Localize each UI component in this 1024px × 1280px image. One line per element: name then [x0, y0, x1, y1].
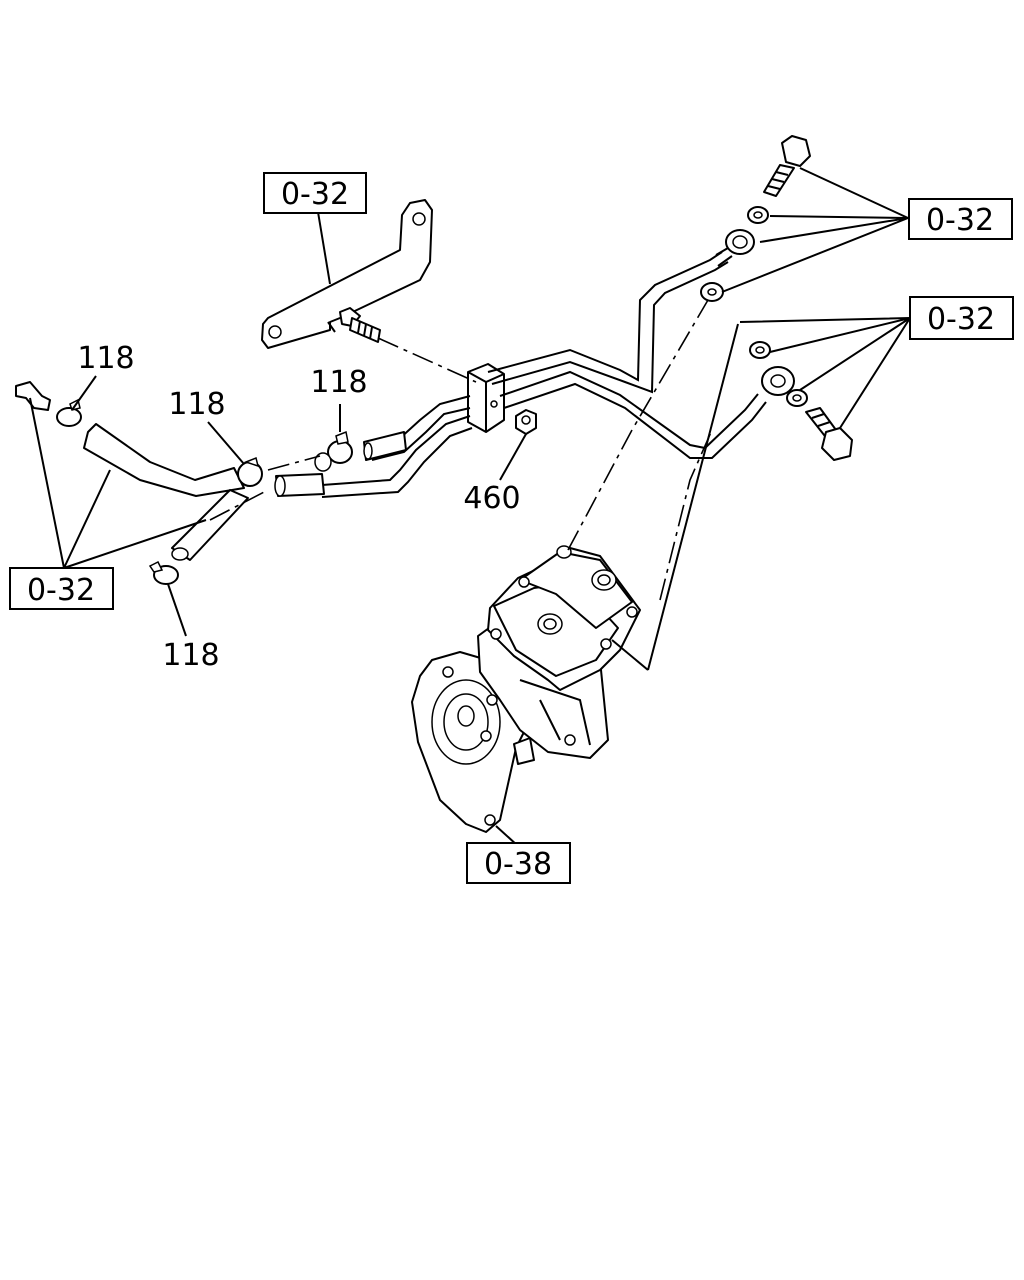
- part-number-label: 118: [77, 341, 134, 376]
- part-number-label: 118: [162, 638, 219, 673]
- part-number-label: 118: [168, 387, 225, 422]
- ref-label: 0-38: [484, 847, 552, 882]
- ref-label: 0-32: [281, 177, 349, 212]
- washer-upper-1: [747, 206, 769, 224]
- air-compressor: [411, 545, 641, 833]
- ref-box-compressor: 0-38: [466, 842, 571, 884]
- fitting-lower-left: [274, 473, 325, 497]
- hose-lower: [171, 489, 249, 561]
- ref-box-banjo-lower: 0-32: [909, 296, 1014, 340]
- hose-clamp-center: [314, 430, 353, 472]
- washer-upper-2: [700, 282, 724, 302]
- hex-nut: [515, 409, 537, 435]
- hose-clamp-lower: [148, 560, 179, 585]
- banjo-bolt-lower: [805, 407, 853, 461]
- ref-box-left-fittings: 0-32: [9, 567, 114, 610]
- washer-lower-2: [786, 389, 808, 407]
- ref-box-banjo-upper: 0-32: [908, 198, 1013, 240]
- ref-label: 0-32: [926, 203, 994, 238]
- ref-label: 0-32: [927, 302, 995, 337]
- banjo-bolt-upper: [763, 135, 811, 197]
- part-number-label: 118: [310, 365, 367, 400]
- hose-clamp-mid-left: [237, 456, 263, 487]
- mounting-bracket: [261, 199, 433, 349]
- bracket-bolt: [339, 307, 381, 343]
- ref-box-bracket: 0-32: [263, 172, 367, 214]
- fitting-elbow: [15, 381, 51, 411]
- ref-label: 0-32: [27, 573, 95, 608]
- washer-lower-1: [749, 341, 771, 359]
- banjo-fitting-upper: [715, 229, 755, 267]
- part-number-label: 460: [463, 481, 520, 516]
- pipe-assembly: [321, 251, 767, 498]
- banjo-fitting-lower: [761, 366, 795, 396]
- leader-lines: [29, 167, 911, 847]
- fitting-center-left: [363, 431, 407, 461]
